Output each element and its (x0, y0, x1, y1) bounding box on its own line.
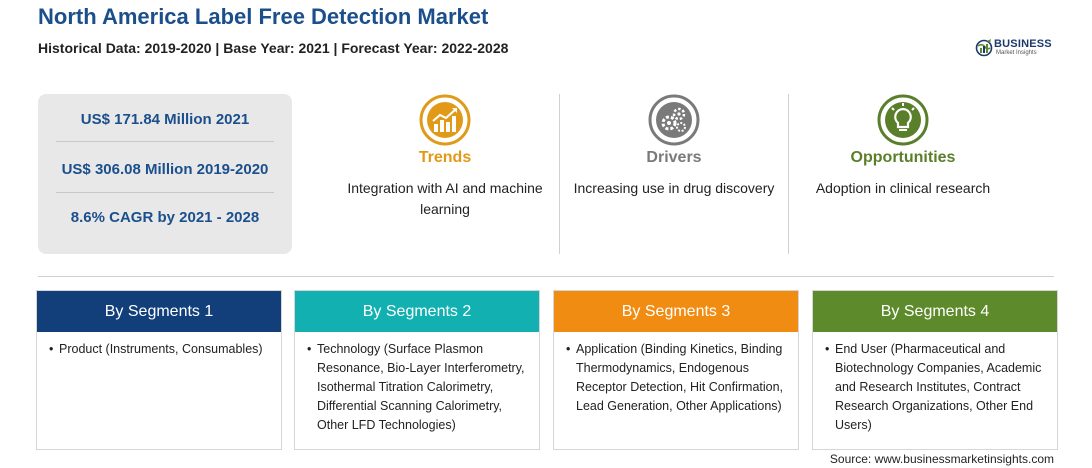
bullet-icon: • (825, 342, 830, 356)
factor-line: Adoption in clinical research (815, 180, 991, 196)
segment-line: Application (Binding Kinetics, Binding (576, 342, 783, 356)
segment-card-1: By Segments 1 • Product (Instruments, Con… (36, 290, 282, 450)
segment-line: Isothermal Titration Calorimetry, (317, 380, 494, 394)
segment-body: • Technology (Surface Plasmon Resonance, … (295, 332, 539, 435)
lightbulb-icon (877, 94, 929, 146)
factor-line: learning (420, 201, 470, 217)
factor-description: Adoption in clinical research (788, 178, 1018, 199)
segment-body: • End User (Pharmaceutical and Biotechnol… (813, 332, 1057, 435)
segment-line: Users) (835, 418, 872, 432)
segment-card-3: By Segments 3 • Application (Binding Kine… (553, 290, 799, 450)
segment-line: Other LFD Technologies) (317, 418, 456, 432)
bullet-icon: • (49, 342, 54, 356)
source-link[interactable]: Source: www.businessmarketinsights.com (829, 452, 1054, 466)
factor-opportunities: Opportunities Adoption in clinical resea… (788, 94, 1018, 256)
section-divider (38, 276, 1054, 277)
bullet-icon: • (307, 342, 312, 356)
gears-icon (648, 94, 700, 146)
factor-divider (559, 94, 560, 254)
market-stats-panel: US$ 171.84 Million 2021 US$ 306.08 Milli… (38, 94, 292, 254)
trend-chart-icon (419, 94, 471, 146)
stat-market-size-historical: US$ 306.08 Million 2019-2020 (61, 161, 269, 178)
segment-line: Differential Scanning Calorimetry, (317, 399, 503, 413)
segment-header: By Segments 3 (554, 291, 798, 332)
factor-trends: Trends Integration with AI and machine l… (330, 94, 560, 256)
segment-line: Lead Generation, Other Applications) (576, 399, 782, 413)
segment-line: End User (Pharmaceutical and (835, 342, 1006, 356)
stat-market-size-2021: US$ 171.84 Million 2021 (80, 111, 250, 128)
segment-body: •Application (Binding Kinetics, Binding … (554, 332, 798, 416)
brand-logo[interactable]: BUSINESS Market Insights (974, 37, 1058, 59)
logo-tagline: Market Insights (996, 50, 1037, 56)
segment-line: Technology (Surface Plasmon (317, 342, 484, 356)
page-subtitle: Historical Data: 2019-2020 | Base Year: … (38, 40, 509, 56)
factor-divider (788, 94, 789, 254)
globe-icon (975, 39, 993, 57)
segment-header: By Segments 1 (37, 291, 281, 332)
factor-title: Drivers (646, 149, 702, 166)
segment-header: By Segments 2 (295, 291, 539, 332)
factor-drivers: Drivers Increasing use in drug discovery (559, 94, 789, 256)
segment-card-2: By Segments 2 • Technology (Surface Plasm… (294, 290, 540, 450)
factor-line: Integration with AI and machine (347, 180, 543, 196)
factor-title: Trends (418, 149, 472, 166)
factor-description: Integration with AI and machine learning (330, 178, 560, 220)
segment-line: Receptor Detection, Hit Confirmation, (576, 380, 784, 394)
stat-cagr: 8.6% CAGR by 2021 - 2028 (70, 209, 260, 226)
segment-line: Research Organizations, Other End (835, 399, 1034, 413)
segment-line: Thermodynamics, Endogenous (576, 361, 750, 375)
factor-line: Increasing use in drug discovery (573, 180, 775, 196)
segment-line: Biotechnology Companies, Academic (835, 361, 1042, 375)
logo-name: BUSINESS (994, 38, 1052, 50)
segment-line: and Research Institutes, Contract (835, 380, 1021, 394)
segment-body: • Product (Instruments, Consumables) (37, 332, 281, 359)
segment-card-4: By Segments 4 • End User (Pharmaceutical … (812, 290, 1058, 450)
segment-line: Resonance, Bio-Layer Interferometry, (317, 361, 525, 375)
segment-header: By Segments 4 (813, 291, 1057, 332)
factor-title: Opportunities (850, 149, 956, 166)
segment-line: Product (Instruments, Consumables) (59, 342, 263, 356)
factor-description: Increasing use in drug discovery (559, 178, 789, 199)
bullet-icon: • (566, 342, 571, 356)
stat-divider (56, 141, 274, 142)
page-title: North America Label Free Detection Marke… (38, 4, 489, 29)
stat-divider (56, 192, 274, 193)
